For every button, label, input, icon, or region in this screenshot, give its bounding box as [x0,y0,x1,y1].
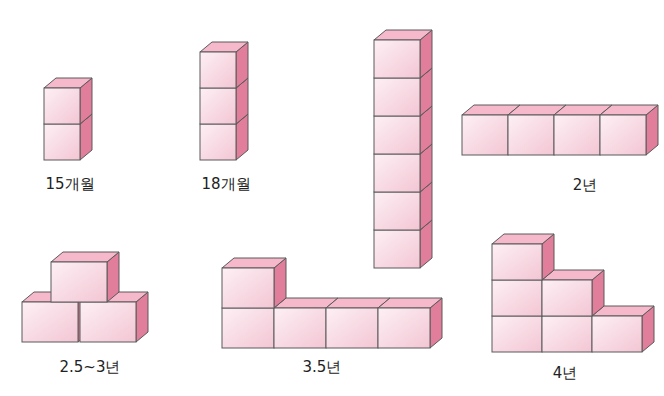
cube-front [374,192,420,230]
cube-front [222,308,274,348]
block-cube [542,270,604,316]
cube-front [600,115,646,155]
cube-top [374,30,432,40]
cube-front [542,316,592,352]
block-stack [44,78,92,160]
age-label: 18개월 [201,175,250,193]
cube-front [378,308,430,348]
block-stack [492,234,654,352]
cube-front [44,124,80,160]
block-stack [374,30,432,268]
block-cube [200,42,248,88]
block-stack [222,258,442,348]
block-stack [22,252,148,342]
block-cube [592,306,654,352]
cube-top [378,298,442,308]
block-cube [374,30,432,78]
block-cube [222,258,286,308]
cube-front [492,280,542,316]
age-label: 2.5~3년 [60,358,121,376]
age-label: 15개월 [45,175,94,193]
age-label: 4년 [553,364,578,382]
cube-front [492,244,542,280]
cube-front [592,316,642,352]
cube-front [374,116,420,154]
cube-top [200,42,248,52]
cube-top [492,234,554,244]
cube-front [274,308,326,348]
cube-top [44,78,92,88]
block-cube [492,234,554,280]
cube-front [374,154,420,192]
block-cube [600,105,658,155]
cube-front [22,302,78,342]
cube-front [80,302,136,342]
block-cube [44,78,92,124]
cube-front [222,268,274,308]
cube-front [44,88,80,124]
cube-front [462,115,508,155]
cube-front [200,124,236,160]
cube-front [200,88,236,124]
block-cube [51,252,119,302]
cube-top [222,258,286,268]
cube-front [200,52,236,88]
cube-front [374,230,420,268]
cube-front [554,115,600,155]
cube-front [542,280,592,316]
cube-front [374,40,420,78]
cube-front [508,115,554,155]
cube-top [600,105,658,115]
age-label: 2년 [573,176,598,194]
block-stack [200,42,248,160]
age-label: 3.5년 [303,358,342,376]
cube-front [374,78,420,116]
block-cube [378,298,442,348]
block-stack [462,105,658,155]
cube-front [492,316,542,352]
cube-front [51,262,107,302]
cube-top [51,252,119,262]
cube-front [326,308,378,348]
